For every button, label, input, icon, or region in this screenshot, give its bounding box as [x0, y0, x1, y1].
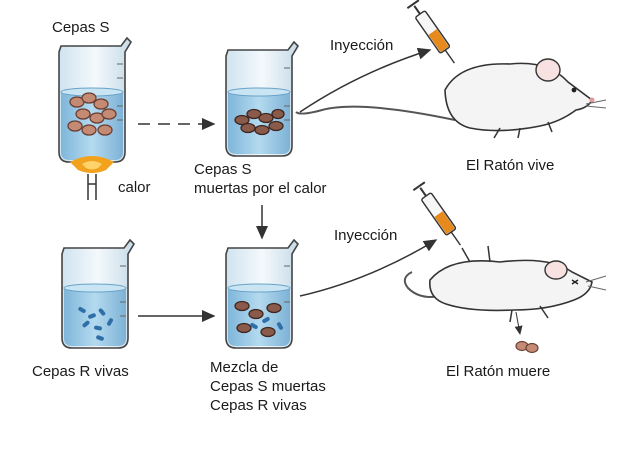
label-inyeccion-bottom: Inyección: [334, 227, 398, 244]
syringe-icon: [406, 0, 455, 64]
label-calor: calor: [118, 179, 151, 196]
label-line: muertas por el calor: [194, 180, 327, 197]
label-cepas-s-muertas: Cepas S muertas por el calor: [194, 160, 327, 198]
label-inyeccion-top: Inyección: [330, 37, 394, 54]
label-mezcla: Mezcla de Cepas S muertas Cepas R vivas: [210, 358, 326, 415]
beaker-icon: [58, 36, 133, 163]
beaker-icon: [61, 238, 136, 349]
heater-stand-icon: [87, 174, 97, 200]
recovered-s-strain-bacteria: [515, 340, 539, 354]
syringe-icon: [412, 181, 461, 246]
arrow-injection-bottom: [299, 239, 438, 297]
label-raton-vive: El Ratón vive: [466, 157, 555, 174]
label-raton-muere: El Ratón muere: [446, 363, 551, 380]
mouse-icon: [295, 58, 607, 139]
label-line: Cepas S muertas: [210, 378, 326, 395]
mixed-bacteria: [234, 300, 283, 338]
process-arrows: [138, 47, 438, 322]
beaker-icon: [225, 40, 300, 157]
beaker-icon: [225, 238, 300, 349]
label-line: Cepas S: [194, 161, 252, 178]
s-strain-bacteria: [67, 92, 117, 136]
dead-s-strain-bacteria: [234, 108, 285, 136]
label-line: Mezcla de: [210, 359, 279, 376]
label-cepas-r-vivas: Cepas R vivas: [32, 363, 129, 380]
label-cepas-s: Cepas S: [52, 19, 110, 36]
flame-icon: [70, 156, 114, 173]
arrow-injection-top: [299, 47, 432, 113]
r-strain-bacteria: [78, 307, 113, 341]
label-line: Cepas R vivas: [210, 397, 307, 414]
mouse-icon: [403, 245, 607, 354]
